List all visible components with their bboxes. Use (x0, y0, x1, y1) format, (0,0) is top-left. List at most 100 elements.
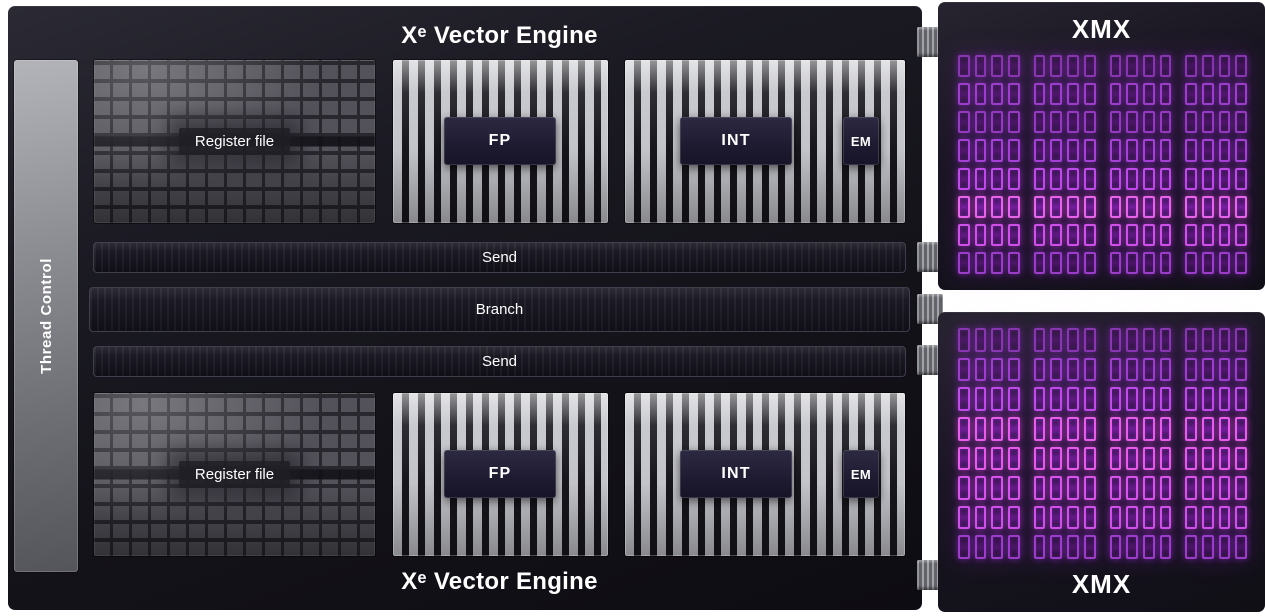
xmx-grid-cell (1008, 167, 1020, 190)
xmx-grid-cell (1050, 505, 1063, 530)
xmx-grid-cell (1185, 505, 1197, 530)
xmx-grid-cell (1008, 55, 1020, 78)
xmx-grid-cell (1008, 251, 1020, 274)
register-file-label: Register file (178, 461, 291, 488)
xmx-grid-cell (1142, 387, 1155, 411)
xmx-grid-cell (1126, 357, 1138, 382)
xmx-grid-cell (1008, 83, 1020, 106)
xmx-grid-cell (1185, 446, 1197, 471)
xmx-grid-cell (1201, 446, 1214, 471)
xmx-grid-cell (1109, 387, 1122, 411)
xmx-grid-cell (1185, 223, 1197, 246)
xmx-grid-row (958, 416, 1247, 441)
fp-unit-block-bottom: FP (393, 393, 608, 556)
xmx-grid-row (958, 476, 1247, 500)
send-bus-top-label: Send (481, 249, 518, 266)
xmx-grid-cell (1126, 223, 1138, 246)
xmx-grid-cell (1235, 83, 1247, 106)
xmx-grid-cell (1235, 167, 1247, 190)
xmx-grid-cell (1235, 328, 1247, 352)
xmx-grid-row (958, 111, 1247, 134)
xmx-grid-cell (1067, 535, 1079, 559)
send-bus-top: Send (94, 243, 905, 272)
xmx-grid-cell (1050, 387, 1063, 411)
xmx-grid-cell (1142, 139, 1155, 162)
xmx-grid-cell (1067, 223, 1079, 246)
xmx-grid-cell (1109, 535, 1122, 559)
xmx-grid-cell (1050, 223, 1063, 246)
branch-bus: Branch (90, 288, 909, 331)
xmx-grid-cell (1126, 167, 1138, 190)
xmx-grid-cell (1185, 167, 1197, 190)
xmx-title-top: XMX (1071, 14, 1132, 44)
xmx-grid-cell (1218, 416, 1231, 441)
register-file-block-bottom: Register file (94, 393, 375, 556)
xmx-grid-cell (1008, 139, 1020, 162)
xmx-grid-cell (1218, 195, 1231, 218)
xmx-panel-top: XMX (938, 2, 1265, 290)
xmx-grid-cell (1109, 111, 1122, 134)
xmx-grid-cell (1159, 111, 1172, 134)
xmx-grid-cell (974, 476, 987, 500)
fp-unit-block-top: FP (393, 60, 608, 223)
xmx-grid-row (958, 195, 1247, 218)
xmx-grid-cell (1126, 446, 1138, 471)
xmx-grid-cell (1033, 167, 1046, 190)
xmx-grid-cell (1218, 223, 1231, 246)
xmx-grid-cell (1083, 357, 1096, 382)
xmx-grid-cell (1050, 416, 1063, 441)
xmx-grid-cell (991, 55, 1004, 78)
xmx-grid-cell (1109, 139, 1122, 162)
xmx-grid-cell (1218, 167, 1231, 190)
xmx-grid-cell (1142, 328, 1155, 352)
xmx-grid-cell (974, 446, 987, 471)
xmx-grid-cell (1109, 357, 1122, 382)
xmx-grid-cell (958, 387, 970, 411)
xmx-grid-cell (1008, 195, 1020, 218)
xmx-grid-cell (958, 446, 970, 471)
xmx-grid-cell (1185, 328, 1197, 352)
xmx-grid-cell (974, 195, 987, 218)
xmx-matrix-grid-top (958, 55, 1247, 274)
xmx-grid-cell (1008, 476, 1020, 500)
xmx-grid-cell (1033, 251, 1046, 274)
xmx-grid-cell (1083, 223, 1096, 246)
xmx-grid-cell (1159, 476, 1172, 500)
xmx-grid-cell (1201, 195, 1214, 218)
xmx-grid-cell (1033, 55, 1046, 78)
xmx-grid-cell (1159, 167, 1172, 190)
xmx-grid-cell (974, 535, 987, 559)
xmx-grid-row (958, 387, 1247, 411)
xmx-grid-row (958, 83, 1247, 106)
xmx-grid-cell (1142, 251, 1155, 274)
xmx-grid-cell (1159, 55, 1172, 78)
xmx-grid-cell (1201, 251, 1214, 274)
xmx-grid-cell (1235, 476, 1247, 500)
xmx-grid-cell (1067, 251, 1079, 274)
xmx-grid-cell (1109, 83, 1122, 106)
xmx-grid-cell (991, 505, 1004, 530)
xmx-grid-row (958, 167, 1247, 190)
xmx-grid-cell (991, 357, 1004, 382)
xmx-grid-cell (958, 55, 970, 78)
xmx-grid-cell (1033, 387, 1046, 411)
xmx-grid-cell (1218, 83, 1231, 106)
xmx-grid-cell (1126, 83, 1138, 106)
xmx-grid-cell (1185, 55, 1197, 78)
xmx-grid-cell (991, 476, 1004, 500)
xmx-grid-cell (1126, 328, 1138, 352)
xmx-grid-cell (1008, 328, 1020, 352)
xmx-grid-cell (1083, 476, 1096, 500)
xmx-grid-cell (1142, 167, 1155, 190)
xmx-grid-cell (1201, 416, 1214, 441)
xmx-grid-cell (1201, 139, 1214, 162)
xmx-grid-cell (1235, 195, 1247, 218)
xmx-grid-cell (1126, 195, 1138, 218)
xmx-grid-cell (1218, 357, 1231, 382)
xmx-grid-cell (991, 223, 1004, 246)
xmx-grid-cell (1142, 111, 1155, 134)
xmx-grid-cell (1201, 83, 1214, 106)
xmx-grid-cell (1033, 416, 1046, 441)
xmx-grid-cell (974, 505, 987, 530)
xmx-grid-cell (1126, 55, 1138, 78)
